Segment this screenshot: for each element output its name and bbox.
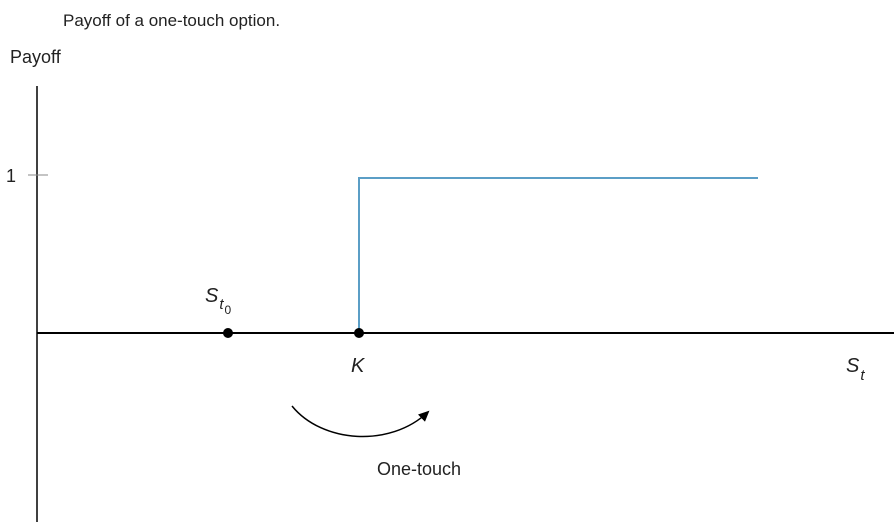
x-axis-label-main: S — [846, 355, 860, 377]
payoff-line — [358, 177, 758, 333]
y-axis-label: Payoff — [10, 47, 62, 67]
curved-arrow — [291, 405, 430, 438]
x-axis-label: St — [846, 355, 865, 384]
spot-label-subscript: t — [219, 296, 224, 313]
spot-label: St0 — [205, 285, 232, 317]
y-axis-tick-label: 1 — [6, 166, 16, 186]
spot-label-main: S — [205, 285, 219, 307]
spot-label-subsubscript: 0 — [225, 303, 232, 317]
figure-caption: Payoff of a one-touch option. — [63, 11, 281, 30]
strike-point — [354, 328, 364, 338]
spot-point — [223, 328, 233, 338]
arrow-label: One-touch — [377, 459, 461, 479]
x-axis-label-subscript: t — [860, 367, 865, 384]
strike-label: K — [351, 355, 366, 377]
